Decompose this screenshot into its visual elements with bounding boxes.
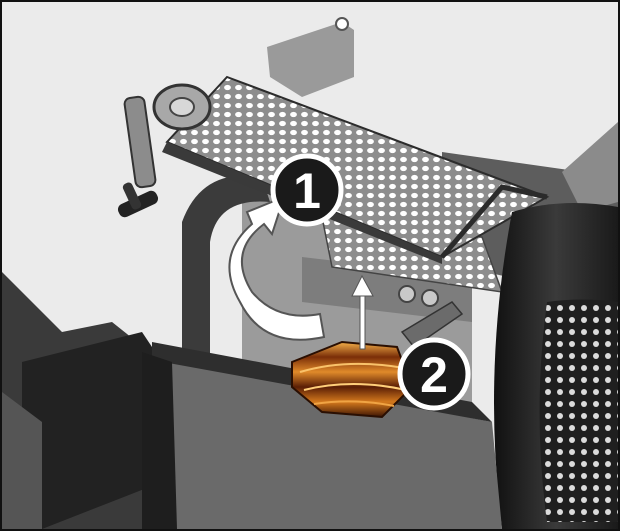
bolt-a (398, 285, 416, 303)
bracket-hole (335, 17, 349, 31)
arch-frame (182, 175, 270, 372)
chassis-right-top (562, 122, 618, 212)
callout-1-label: 1 (293, 163, 321, 219)
up-arrow-icon (351, 274, 374, 350)
callout-1: 1 (270, 153, 344, 227)
front-tray (152, 357, 502, 529)
winch-hub (169, 97, 195, 117)
splitting-lever (400, 301, 464, 349)
wood-grain-3 (313, 400, 395, 407)
curved-arrow-icon (228, 195, 326, 341)
wood-log (291, 340, 414, 419)
wood-grain-1 (299, 362, 405, 373)
base-plate-left (22, 332, 162, 529)
front-tray-side (142, 352, 177, 529)
top-bracket (267, 22, 354, 97)
callout-2-label: 2 (420, 347, 448, 403)
bolt-b (421, 289, 439, 307)
base-rail-left (2, 392, 42, 529)
callout-2: 2 (397, 337, 471, 411)
cover-right-rib (440, 184, 548, 259)
winch-handle-grip (122, 182, 142, 210)
wood-grain-2 (303, 383, 407, 391)
drum-perforations (539, 299, 618, 522)
winch-arm (123, 95, 157, 189)
